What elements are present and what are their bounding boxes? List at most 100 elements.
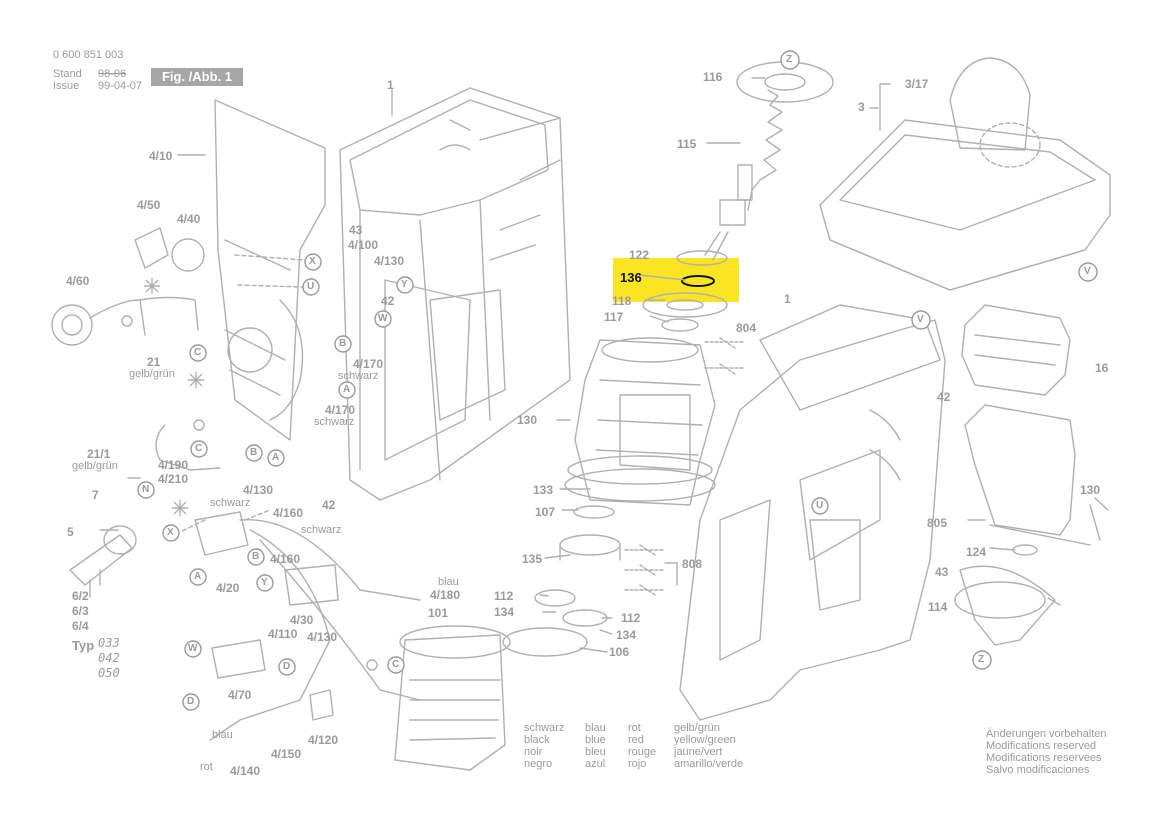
- label-v: V: [1084, 266, 1091, 277]
- disc-122: [676, 250, 728, 266]
- typ-code: 050: [98, 666, 120, 680]
- label-gelb-gruen: gelb/grün: [129, 368, 175, 380]
- connector-4120: [309, 689, 334, 721]
- legend-text: red: [628, 734, 644, 746]
- label-42: 42: [381, 294, 395, 308]
- label-4-60: 4/60: [66, 274, 90, 288]
- figure-label: Fig. /Abb. 1: [151, 68, 243, 86]
- highlight-box: [613, 258, 739, 302]
- leader-line: [177, 77, 1061, 653]
- callout-circle: [184, 640, 202, 658]
- drum-assembly: [574, 339, 716, 506]
- socket-460-inner: [61, 314, 83, 336]
- label-c: C: [194, 347, 202, 358]
- label-w: W: [378, 313, 388, 324]
- label-4-180: 4/180: [430, 588, 461, 602]
- label-106: 106: [609, 645, 630, 659]
- legend-text: rouge: [628, 746, 657, 758]
- funnel-114-rim: [954, 581, 1046, 619]
- disc-117: [661, 318, 699, 332]
- drum-ring: [601, 337, 699, 363]
- switch-430: [284, 564, 339, 606]
- lower-housing: [869, 409, 901, 481]
- switch-440: [171, 238, 205, 272]
- callout-circle: [911, 310, 931, 330]
- label-4-150: 4/150: [271, 747, 302, 761]
- label-4-130: 4/130: [374, 254, 405, 268]
- drum-ring: [567, 455, 713, 485]
- label-a: A: [343, 384, 351, 395]
- label-4-40: 4/40: [177, 212, 201, 226]
- label-n: N: [142, 484, 150, 495]
- label-114: 114: [928, 600, 948, 614]
- label-6-2: 6/2: [72, 589, 89, 603]
- callout-circle: [338, 381, 356, 399]
- label-z: Z: [978, 654, 985, 665]
- callout-circle: [189, 568, 207, 586]
- label-130: 130: [1080, 483, 1101, 497]
- legend-text: bleu: [585, 746, 606, 758]
- label-101: 101: [428, 606, 449, 620]
- label-42: 42: [322, 498, 336, 512]
- lower-housing: [809, 519, 861, 611]
- label-4-190: 4/190: [158, 458, 189, 472]
- label-y: Y: [261, 577, 268, 588]
- callout-circle: [387, 656, 405, 674]
- callout-circle: [267, 449, 285, 467]
- label-gelb-gruen: gelb/grün: [72, 460, 118, 472]
- typ-code: 042: [98, 651, 120, 665]
- label-typ: Typ: [72, 638, 95, 653]
- cable-21: [139, 299, 146, 336]
- legend-text: blau: [585, 722, 606, 734]
- callout-circle: [278, 658, 296, 676]
- label-112: 112: [494, 589, 514, 603]
- ring-124: [1012, 544, 1038, 556]
- legend-column-blue: blau blue bleu azul: [585, 722, 606, 770]
- switch-420: [194, 511, 249, 556]
- hopper-cover: [829, 239, 1086, 291]
- legend-text: noir: [524, 746, 543, 758]
- label-112: 112: [621, 611, 641, 625]
- label-6-4: 6/4: [72, 619, 89, 633]
- callout-circle: [189, 344, 207, 362]
- label-4-10: 4/10: [149, 149, 173, 163]
- legend-text: jaune/vert: [674, 746, 723, 758]
- belt-106: [502, 627, 588, 657]
- typ-codes: 033 042 050: [98, 636, 120, 681]
- label-808: 808: [682, 557, 703, 571]
- cable-harness: [239, 519, 421, 601]
- legend-column-black: schwarz black noir negro: [524, 722, 564, 770]
- label-a: A: [194, 571, 202, 582]
- drum-assembly: [595, 379, 703, 456]
- callout-circle: [190, 440, 208, 458]
- ground-symbol: [121, 315, 133, 327]
- label-21-1: 21/1: [87, 447, 111, 461]
- label-4-140: 4/140: [230, 764, 261, 778]
- callout-circle: [162, 524, 180, 542]
- part-16: [961, 304, 1071, 396]
- gear-135: [559, 544, 621, 561]
- shaft: [704, 231, 729, 261]
- legend-text: black: [524, 734, 550, 746]
- legend-text: negro: [524, 758, 553, 770]
- cover-plate: [269, 299, 304, 421]
- label-schwarz: schwarz: [210, 497, 251, 509]
- legend-text: blue: [585, 734, 606, 746]
- label-a: A: [272, 452, 280, 463]
- hopper-cover: [819, 119, 1111, 291]
- label-schwarz: schwarz: [314, 416, 355, 428]
- label-d: D: [283, 661, 291, 672]
- label-21: 21: [147, 355, 161, 369]
- label-804: 804: [736, 321, 757, 335]
- screw-115: [737, 164, 753, 201]
- drum-assembly: [619, 394, 691, 471]
- notice-line: Modifications reserved: [986, 740, 1097, 752]
- lower-housing: [759, 304, 941, 411]
- label-rot: rot: [200, 761, 213, 773]
- label-4-20: 4/20: [216, 581, 240, 595]
- label-116: 116: [703, 70, 723, 84]
- label-c: C: [195, 443, 203, 454]
- label-b: B: [252, 551, 260, 562]
- label-133: 133: [533, 483, 554, 497]
